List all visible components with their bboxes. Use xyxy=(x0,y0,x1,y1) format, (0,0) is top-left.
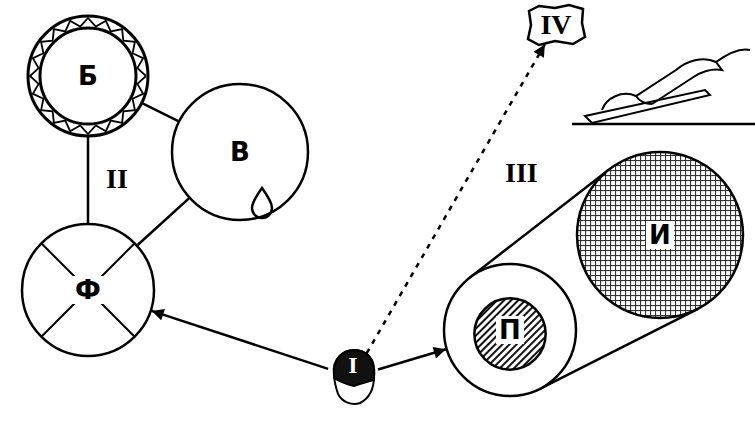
arrow-line xyxy=(152,311,328,369)
node-label: П xyxy=(496,316,524,344)
node-label: III xyxy=(502,158,541,188)
node-label: I xyxy=(348,353,357,377)
figure-sketch xyxy=(602,59,722,110)
roman-blob: IV xyxy=(525,3,587,47)
figure-sketch xyxy=(636,96,652,104)
capsule-group: П И III xyxy=(440,150,745,402)
head-figure: I xyxy=(326,348,380,406)
letter-circle: Ф xyxy=(20,222,156,358)
letter-circle: В xyxy=(170,82,310,222)
node-label: Ф xyxy=(72,276,104,304)
letter-circle: Б xyxy=(26,14,150,138)
hatched-circle: П xyxy=(442,262,578,398)
arrow-line xyxy=(378,349,446,369)
link-line xyxy=(87,137,90,223)
node-label: Б xyxy=(75,62,101,90)
link-line xyxy=(138,198,189,245)
figure-sketch xyxy=(716,50,750,63)
group-numeral: II xyxy=(106,165,128,193)
node-label: IV xyxy=(540,11,571,39)
ground-line xyxy=(572,123,755,126)
node-label: И xyxy=(646,221,674,249)
node-label: В xyxy=(227,138,253,166)
link-line xyxy=(143,103,179,121)
grid-circle: И xyxy=(575,150,745,320)
